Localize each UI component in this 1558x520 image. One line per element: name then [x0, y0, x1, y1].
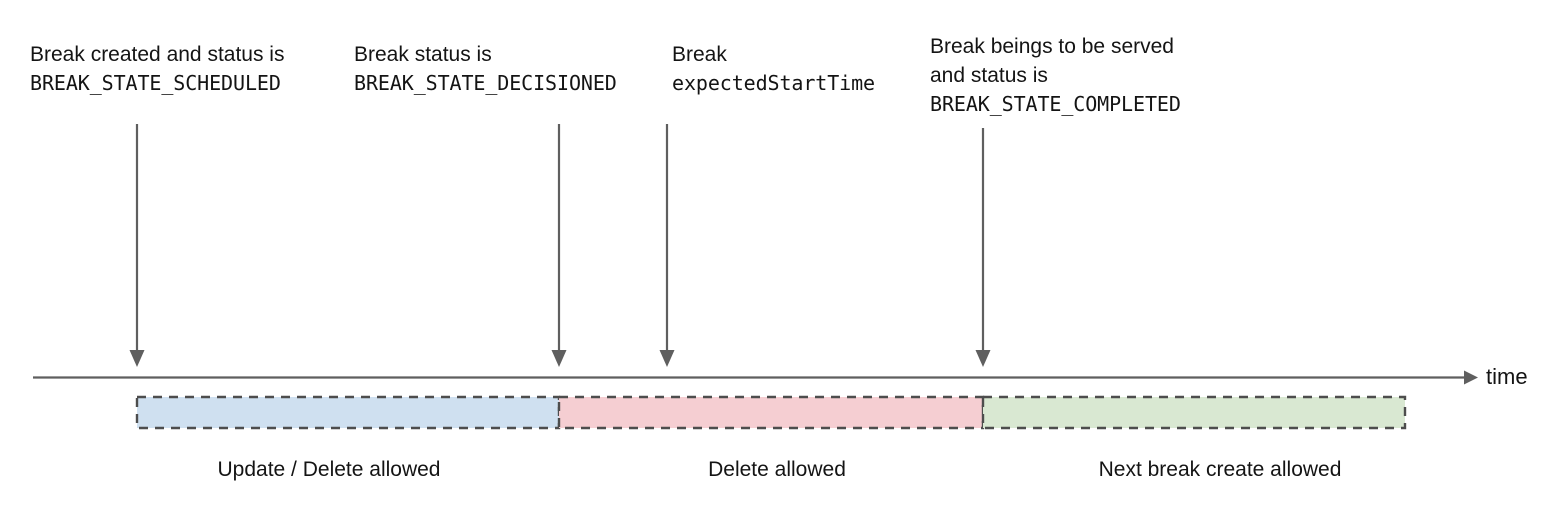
phase-bar-delete-allowed	[557, 395, 985, 430]
annotation-prose-line2: and status is	[930, 64, 1048, 87]
annotation-prose: Break created and status is	[30, 43, 285, 66]
annotation-break-served-completed: Break beings to be served and status is …	[930, 32, 1181, 119]
event-arrow-head-break-served-completed	[975, 350, 991, 367]
annotation-field-name: expectedStartTime	[672, 71, 875, 95]
annotation-prose: Break	[672, 43, 727, 66]
annotation-state-constant: BREAK_STATE_SCHEDULED	[30, 71, 281, 95]
time-axis-label: time	[1486, 364, 1528, 389]
annotation-prose: Break beings to be served	[930, 35, 1174, 58]
phase-caption-next-break-create-allowed: Next break create allowed	[1098, 458, 1342, 481]
phase-caption-delete-allowed: Delete allowed	[708, 458, 846, 481]
annotation-state-constant: BREAK_STATE_COMPLETED	[930, 92, 1181, 116]
annotation-break-decisioned: Break status is BREAK_STATE_DECISIONED	[354, 40, 617, 98]
annotation-state-constant: BREAK_STATE_DECISIONED	[354, 71, 617, 95]
phase-caption-update-delete-allowed: Update / Delete allowed	[217, 458, 441, 481]
annotation-break-expected-start-time: Break expectedStartTime	[672, 40, 875, 98]
annotation-break-created-scheduled: Break created and status is BREAK_STATE_…	[30, 40, 284, 98]
event-arrow-head-break-created-scheduled	[129, 350, 145, 367]
phase-bar-update-delete-allowed	[135, 395, 561, 430]
phase-bar-next-break-create-allowed	[981, 395, 1407, 430]
time-axis-arrowhead-icon	[1464, 370, 1478, 385]
annotation-prose: Break status is	[354, 43, 492, 66]
event-arrow-head-break-decisioned	[551, 350, 567, 367]
event-arrow-head-break-expected-start-time	[659, 350, 675, 367]
